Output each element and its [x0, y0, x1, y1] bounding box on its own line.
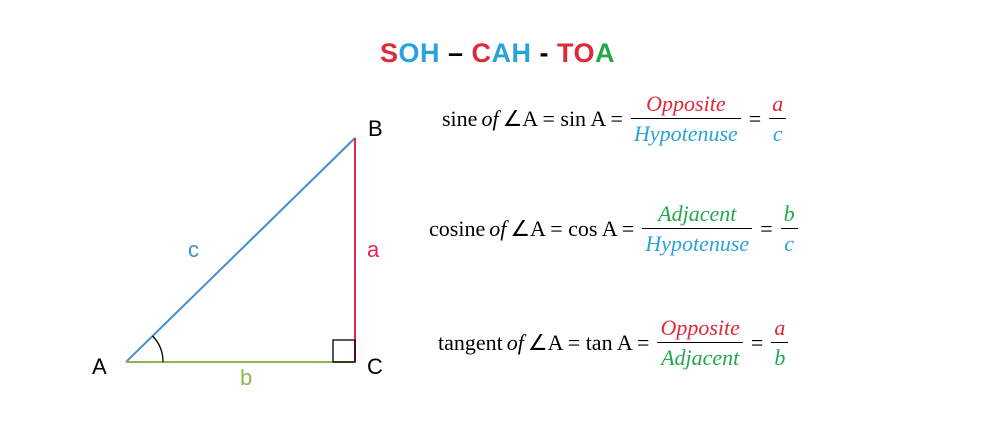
- tangent-denominator: Adjacent: [661, 345, 740, 371]
- title-part: AH: [491, 38, 532, 68]
- side-b-label: b: [240, 365, 252, 390]
- sine-letter-num: a: [772, 91, 784, 116]
- cosine-of-word: of: [489, 215, 507, 241]
- fraction-bar: [769, 118, 787, 120]
- sine-letter-fraction: a c: [769, 91, 787, 147]
- side-a-label: a: [367, 237, 380, 262]
- cosine-func-name: cosine: [429, 215, 486, 241]
- cosine-equation: cosine of ∠A = cos A = Adjacent Hypotenu…: [427, 202, 804, 255]
- tangent-of-word: of: [506, 329, 524, 355]
- sine-numerator: Opposite: [646, 91, 726, 116]
- title-part: A: [595, 38, 616, 68]
- soh-cah-toa-title: SOH – CAH - TOA: [0, 38, 995, 69]
- sine-of-word: of: [481, 105, 499, 131]
- tangent-equals: =: [750, 329, 764, 355]
- sine-angle-expr: ∠A = sin A =: [502, 105, 623, 131]
- cosine-letter-fraction: b c: [780, 201, 798, 257]
- title-part: –: [439, 38, 472, 68]
- sine-func-name: sine: [442, 105, 478, 131]
- vertex-a-label: A: [92, 354, 107, 379]
- tangent-numerator: Opposite: [660, 315, 740, 340]
- sine-equals: =: [748, 105, 762, 131]
- sine-denominator: Hypotenuse: [633, 121, 738, 147]
- sine-equation: sine of ∠A = sin A = Opposite Hypotenuse…: [440, 92, 792, 145]
- title-part: -: [531, 38, 557, 68]
- title-part: S: [379, 38, 399, 68]
- side-c-label: c: [188, 237, 199, 262]
- cosine-equals: =: [760, 215, 773, 241]
- fraction-bar: [780, 228, 798, 230]
- cosine-letter-num: b: [783, 201, 795, 226]
- vertex-b-label: B: [368, 116, 383, 141]
- title-part: O: [573, 38, 596, 68]
- tangent-func-name: tangent: [438, 329, 503, 355]
- fraction-bar: [657, 342, 743, 344]
- cosine-angle-expr: ∠A = cos A =: [510, 215, 635, 241]
- tangent-ratio-fraction: Opposite Adjacent: [657, 315, 743, 371]
- cosine-numerator: Adjacent: [658, 201, 737, 226]
- title-part: T: [557, 38, 574, 68]
- tangent-letter-den: b: [774, 345, 786, 371]
- sine-letter-den: c: [772, 121, 783, 147]
- sine-ratio-fraction: Opposite Hypotenuse: [630, 91, 741, 147]
- cosine-denominator: Hypotenuse: [645, 231, 750, 257]
- cosine-letter-den: c: [784, 231, 794, 257]
- title-part: OH: [398, 38, 440, 68]
- tangent-letter-fraction: a b: [771, 315, 789, 371]
- tangent-angle-expr: ∠A = tan A =: [527, 329, 650, 355]
- fraction-bar: [642, 228, 753, 230]
- vertex-c-label: C: [367, 354, 383, 379]
- fraction-bar: [630, 118, 741, 120]
- tangent-equation: tangent of ∠A = tan A = Opposite Adjacen…: [436, 316, 794, 369]
- side-c-hypotenuse: [125, 137, 356, 363]
- right-angle-marker: [332, 339, 356, 363]
- cosine-ratio-fraction: Adjacent Hypotenuse: [642, 201, 753, 257]
- fraction-bar: [771, 342, 789, 344]
- tangent-letter-num: a: [774, 315, 786, 340]
- angle-a-arc: [152, 335, 164, 363]
- title-part: C: [471, 38, 492, 68]
